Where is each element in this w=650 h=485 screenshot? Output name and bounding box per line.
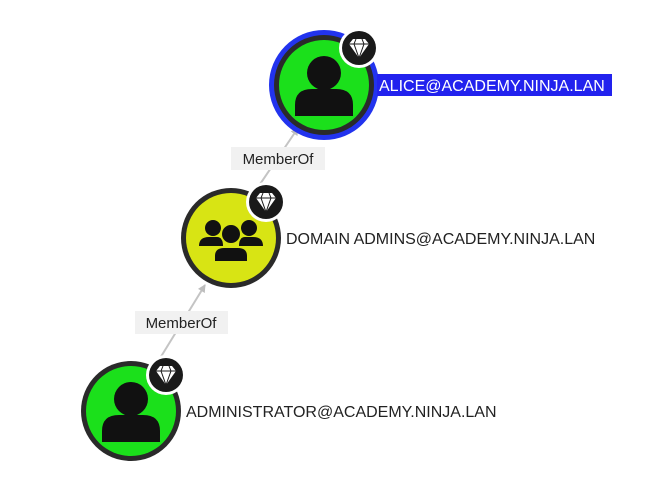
edge-label: MemberOf <box>146 315 218 332</box>
node-alice[interactable]: ALICE@ACADEMY.NINJA.LAN <box>269 28 612 140</box>
label-highlight <box>377 74 612 96</box>
diamond-icon <box>146 355 186 395</box>
user-icon <box>102 382 160 442</box>
diamond-icon <box>246 182 286 222</box>
group-icon <box>199 220 263 263</box>
edge-label: MemberOf <box>243 151 315 168</box>
node-label: ALICE@ACADEMY.NINJA.LAN <box>379 78 605 95</box>
edge-label-box <box>135 311 228 334</box>
node-label: DOMAIN ADMINS@ACADEMY.NINJA.LAN <box>286 231 595 248</box>
node-domain-admins[interactable]: DOMAIN ADMINS@ACADEMY.NINJA.LAN <box>181 182 595 288</box>
node-label: ADMINISTRATOR@ACADEMY.NINJA.LAN <box>186 404 497 421</box>
edge-administrator-to-domain-admins[interactable]: MemberOf <box>135 284 228 369</box>
node-administrator[interactable]: ADMINISTRATOR@ACADEMY.NINJA.LAN <box>81 355 497 461</box>
diamond-icon <box>339 28 379 68</box>
edge-domain-admins-to-alice[interactable]: MemberOf <box>231 127 325 197</box>
edge-label-box <box>231 147 325 170</box>
user-icon <box>295 56 353 116</box>
